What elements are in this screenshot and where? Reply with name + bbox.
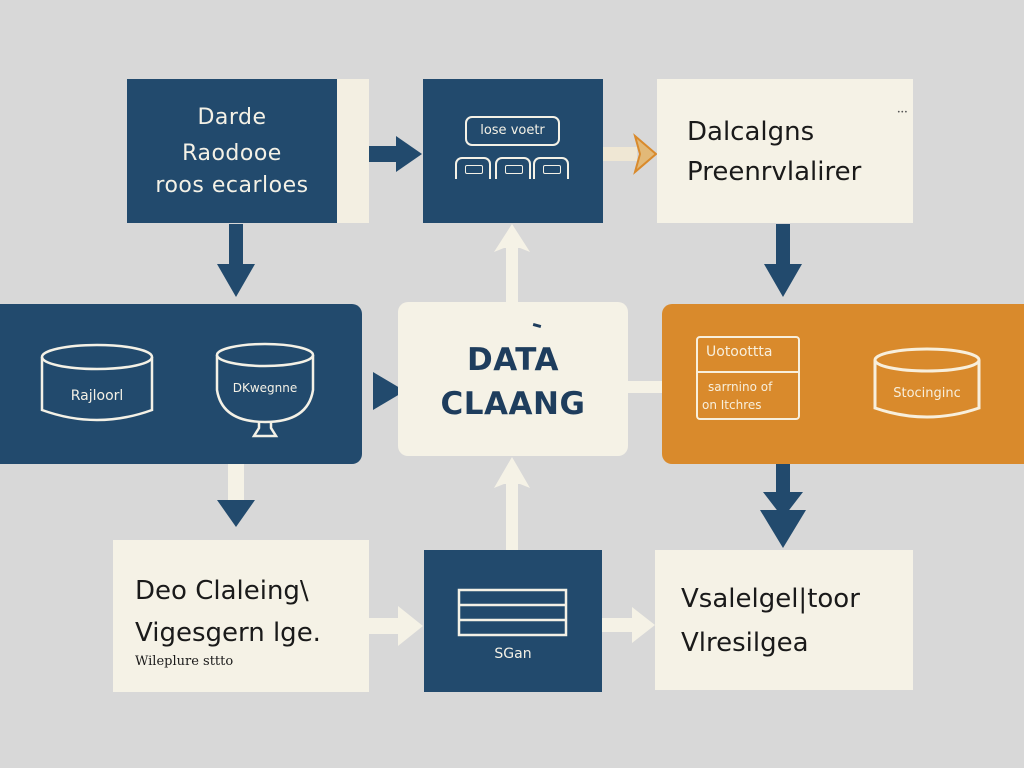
arrow-sources-to-storage xyxy=(217,224,255,297)
cylinder-label: DKwegnne xyxy=(233,381,298,395)
arrow-storage-to-report xyxy=(217,464,255,527)
node-side-strip xyxy=(337,79,369,223)
cylinder-label: Stocinginc xyxy=(893,386,961,401)
node-title-line: CLAANG xyxy=(440,386,586,422)
validation-icons: Stocinginc xyxy=(873,347,981,419)
node-preprocessor[interactable]: ••• Dalcalgns Preenrvlalirer xyxy=(657,79,913,223)
node-line: Raodooe xyxy=(182,141,282,166)
card-divider xyxy=(698,371,798,373)
node-line: Dalcalgns xyxy=(687,117,815,147)
database-bowl-icon xyxy=(215,342,315,438)
node-line: Preenrvlalirer xyxy=(687,157,862,187)
node-caption: Wileplure sttto xyxy=(135,654,234,669)
arrow-scan-to-cleaning xyxy=(494,457,530,550)
connector-cleaning-to-validation xyxy=(628,381,662,393)
card-header: Uotoottta xyxy=(706,344,773,360)
double-arrow-validation-to-visualization xyxy=(760,464,806,548)
node-line: Vlresilgea xyxy=(681,628,809,658)
node-visualization[interactable]: Vsalelgel|toor Vlresilgea xyxy=(655,550,913,690)
node-line: roos ecarloes xyxy=(155,173,309,198)
node-line: Vsalelgel|toor xyxy=(681,584,860,614)
arrow-ingestion-to-preprocessor xyxy=(603,133,658,175)
list-rows-icon xyxy=(457,588,568,637)
node-line: Vigesgern lge. xyxy=(135,618,321,648)
node-line: Darde xyxy=(197,105,267,130)
pill-label: lose voetr xyxy=(465,116,560,146)
card-body-line: sarrnino of xyxy=(708,380,773,394)
arrowhead-storage-to-cleaning xyxy=(373,372,405,410)
arrow-scan-to-visualization xyxy=(602,607,655,643)
cylinder-label: Rajloorl xyxy=(71,388,124,404)
node-data-cleaning[interactable]: DATA CLAANG xyxy=(398,302,628,456)
node-title-line: DATA xyxy=(466,342,560,378)
decoration: ••• xyxy=(897,109,908,116)
node-storage[interactable]: Rajloorl DKwegnne xyxy=(0,304,362,464)
arrow-sources-to-ingestion xyxy=(369,136,422,172)
arrow-report-to-scan xyxy=(369,606,423,646)
node-validation[interactable]: Uotoottta sarrnino of on Itchres Stocing… xyxy=(662,304,1024,464)
node-data-sources[interactable]: Darde Raodooe roos ecarloes xyxy=(127,79,337,223)
database-icon xyxy=(873,347,981,419)
storage-icons: Rajloorl DKwegnne xyxy=(40,342,315,438)
card-body-line: on Itchres xyxy=(702,398,762,412)
decoration xyxy=(532,323,542,328)
arrow-preprocessor-to-validation xyxy=(764,224,802,297)
tab-icon xyxy=(455,157,491,179)
node-cleaning-report[interactable]: Deo Claleing\ Vigesgern lge. Wileplure s… xyxy=(113,540,369,692)
tab-icon xyxy=(495,157,531,179)
database-icon xyxy=(40,343,154,422)
scan-label: SGan xyxy=(494,646,532,662)
node-scan-module[interactable]: SGan xyxy=(424,550,602,692)
node-ingestion-ui[interactable]: lose voetr xyxy=(423,79,603,223)
arrow-cleaning-to-ingestion xyxy=(494,224,530,302)
tab-icon xyxy=(533,157,569,179)
node-line: Deo Claleing\ xyxy=(135,576,309,606)
info-card: Uotoottta sarrnino of on Itchres xyxy=(696,336,800,420)
